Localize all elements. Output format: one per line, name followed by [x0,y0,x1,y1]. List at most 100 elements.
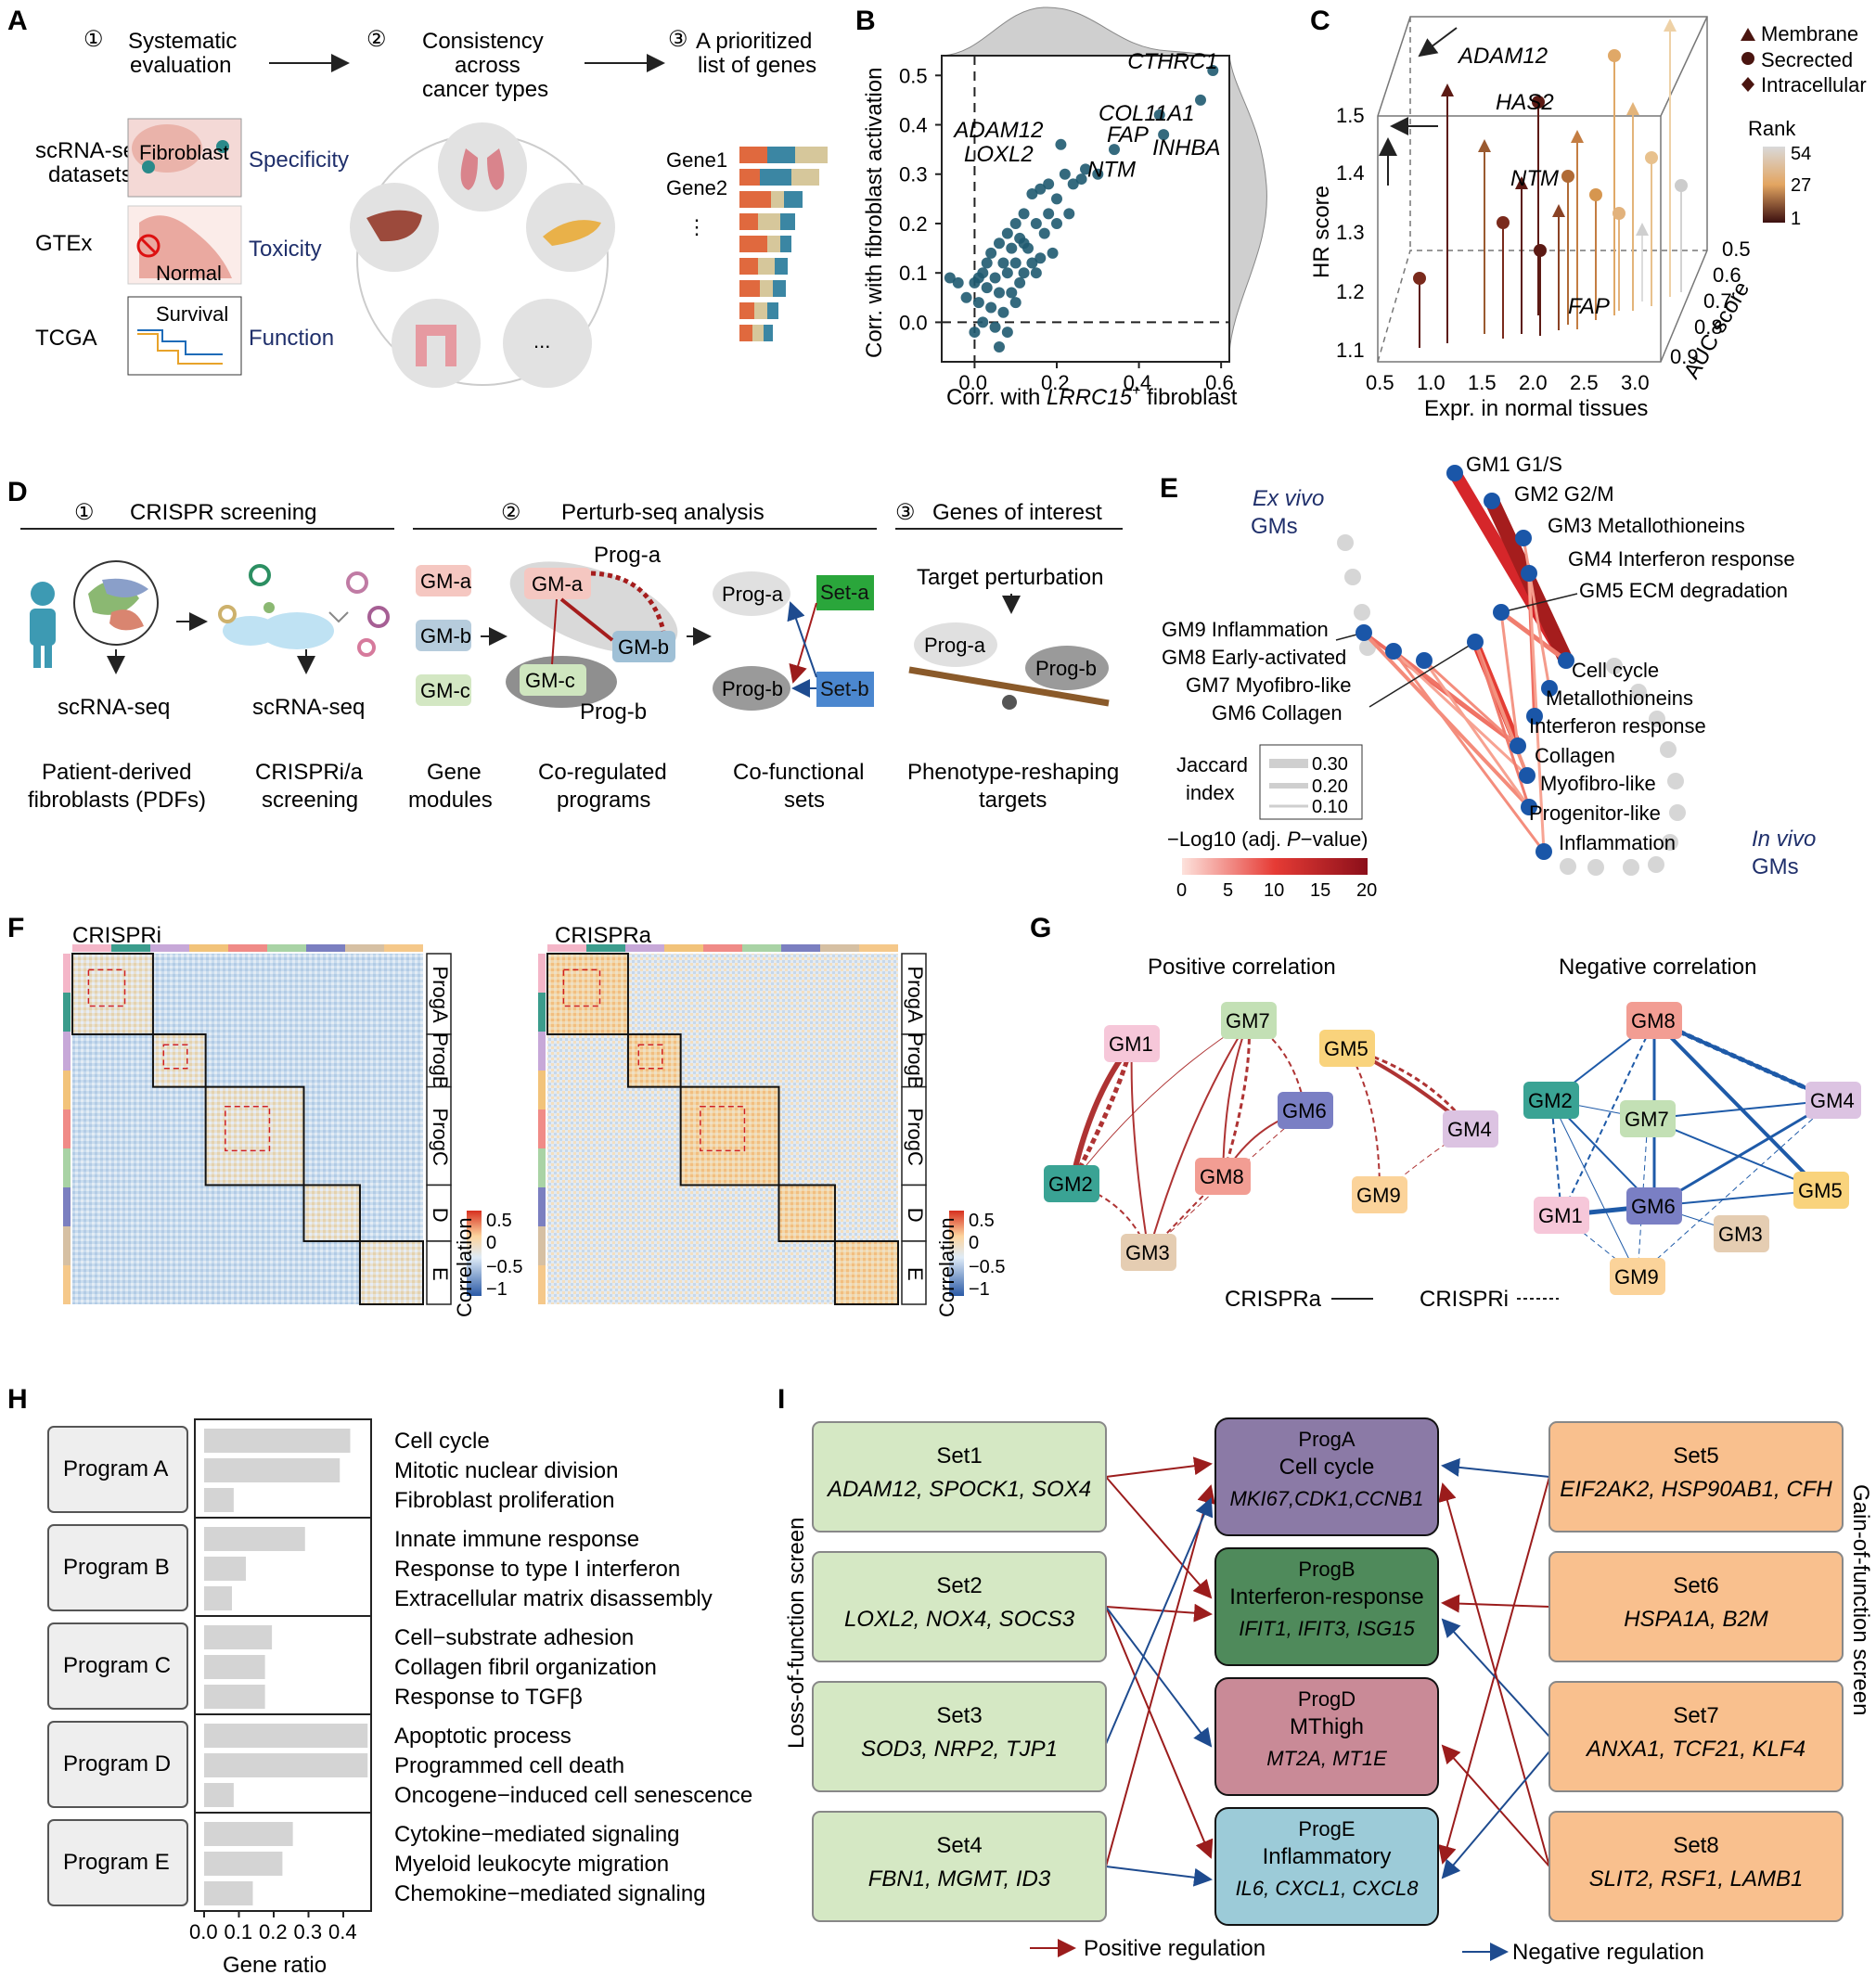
gm-annotation-left [538,1265,546,1304]
gm-sub-block [225,1106,271,1152]
set-genes: ADAM12, SPOCK1, SOX4 [826,1477,1091,1502]
gm-node-gm8 [1626,1002,1682,1039]
gene-ratio-bar [204,1488,234,1512]
rank-tick: 54 [1791,144,1811,164]
gene-ratio-bar [204,1822,293,1846]
cbar-tick: 0.5 [969,1211,995,1231]
gm-a-node: GM-a [532,572,584,596]
gm-node [1521,565,1537,582]
legend-secreted: Secrected [1761,48,1853,71]
go-term: Cell−substrate adhesion [394,1625,634,1650]
scatter-point [1001,327,1013,339]
go-term: Mitotic nuclear division [394,1458,618,1483]
c-xlabel: Expr. in normal tissues [1424,396,1648,421]
secreted-icon [1741,52,1754,65]
gm-node-gm7 [1221,1002,1277,1039]
target-perturbation: Target perturbation [917,565,1103,590]
organ-shape [139,215,232,278]
step-1-line2: evaluation [130,53,231,78]
go-term: Programmed cell death [394,1753,624,1778]
prog-name: ProgB [1298,1558,1355,1581]
criterion-toxicity: Toxicity [249,237,322,262]
positive-edge [1346,1047,1381,1196]
go-term: Collagen fibril organization [394,1655,657,1680]
y-tick-label: 0.5 [899,64,928,87]
panel-f: F CRISPRi CRISPRa ProgAProgBProgCDEProgA… [7,913,1005,1317]
jaccard-title: Jaccard [1176,753,1248,776]
step-1-num: ① [84,27,104,52]
gene-2-label: Gene2 [666,176,727,199]
y-tick-label: 0.0 [899,311,928,334]
prog-genes: IL6, CXCL1, CXCL8 [1236,1877,1420,1900]
gene-ntm: NTM [1510,166,1559,191]
positive-title: Positive correlation [1148,955,1336,980]
scatter-point [994,341,1005,353]
gm-sub-block [162,1044,188,1070]
scatter-point [1006,242,1018,254]
section-2-title: Perturb-seq analysis [561,500,765,525]
jaccard-val: 0.10 [1312,797,1348,817]
gm-annotation-left [538,1187,546,1226]
scatter-point [997,257,1009,269]
caption-6-l2: targets [979,788,1047,813]
gene-ratio-bar [204,1881,253,1905]
rank-title: Rank [1748,117,1796,140]
gm-c-box [416,674,471,706]
c-xtick: 2.5 [1570,371,1599,394]
c-ztick: 0.5 [1722,237,1751,261]
row-tcga: TCGA Survival Function [35,296,334,376]
negative-edge [1647,1118,1822,1191]
crispri-title: CRISPRi [72,923,161,948]
source-tcga: TCGA [35,326,97,351]
invivo-metallothioneins: Metallothioneins [1546,686,1693,710]
gm-node-gm3 [1121,1234,1176,1271]
positive-edge [1148,1020,1250,1253]
gm-node-label: GM1 [1109,1032,1153,1056]
program-block [151,1032,207,1088]
prog-sub: MThigh [1290,1714,1364,1739]
scatter-point [1092,168,1104,180]
gm-node-label: GM9 [1614,1265,1659,1289]
program-box [1214,1677,1439,1796]
gm-annotation-top [150,944,189,952]
pval-title: −Log10 (adj. P−value) [1167,827,1368,851]
cofn-prog-b: Prog-b [722,677,783,700]
gene-fap: FAP [1568,294,1610,319]
regulation-arrows [1105,1456,1550,1887]
c-xtick: 1.0 [1417,371,1446,394]
jaccard-edge [1392,649,1520,748]
positive-edge [1069,1043,1135,1186]
go-term: Chemokine−mediated signaling [394,1881,706,1906]
c-xtick: 2.0 [1519,371,1548,394]
invivo-inflammation: Inflammation [1559,831,1676,854]
gm-b-label: GM-b [420,624,471,648]
e-invivo-labels: Cell cycle Metallothioneins Interferon r… [1529,659,1706,854]
set-a-box [816,575,874,610]
prog-name: ProgE [1298,1817,1355,1840]
set-name: Set5 [1673,1443,1718,1468]
gm-annotation-top [742,944,781,952]
program-box [47,1819,188,1906]
gene-label-cthrc1: CTHRC1 [1127,49,1217,74]
set-b-label: Set-b [820,677,869,700]
panel-e-label: E [1160,473,1178,504]
colon-icon [392,299,481,388]
label-leader [1500,593,1578,613]
legend-crispra: CRISPRa [1225,1287,1322,1312]
gm7-label: GM7 Myofibro-like [1186,673,1351,697]
gain-of-function-label: Gain-of-function screen [1848,1484,1873,1715]
cbar-tick: −1 [969,1279,990,1300]
negative-title: Negative correlation [1559,955,1756,980]
scatter-point [994,287,1005,299]
cbar-tick: 0 [486,1233,496,1253]
scatter-point [1063,208,1075,220]
gm-annotation-top [703,944,742,952]
gene-ratio-bar [204,1685,265,1709]
gm-annotation-top [820,944,859,952]
gm-networks: GM1GM2GM3GM7GM6GM8GM5GM4GM9GM8GM2GM7GM4G… [1044,1002,1861,1295]
step-2-num: ② [366,27,387,52]
gene-ratio-bar [204,1852,283,1876]
d-captions: Patient-derived fibroblasts (PDFs) CRISP… [28,760,1119,813]
